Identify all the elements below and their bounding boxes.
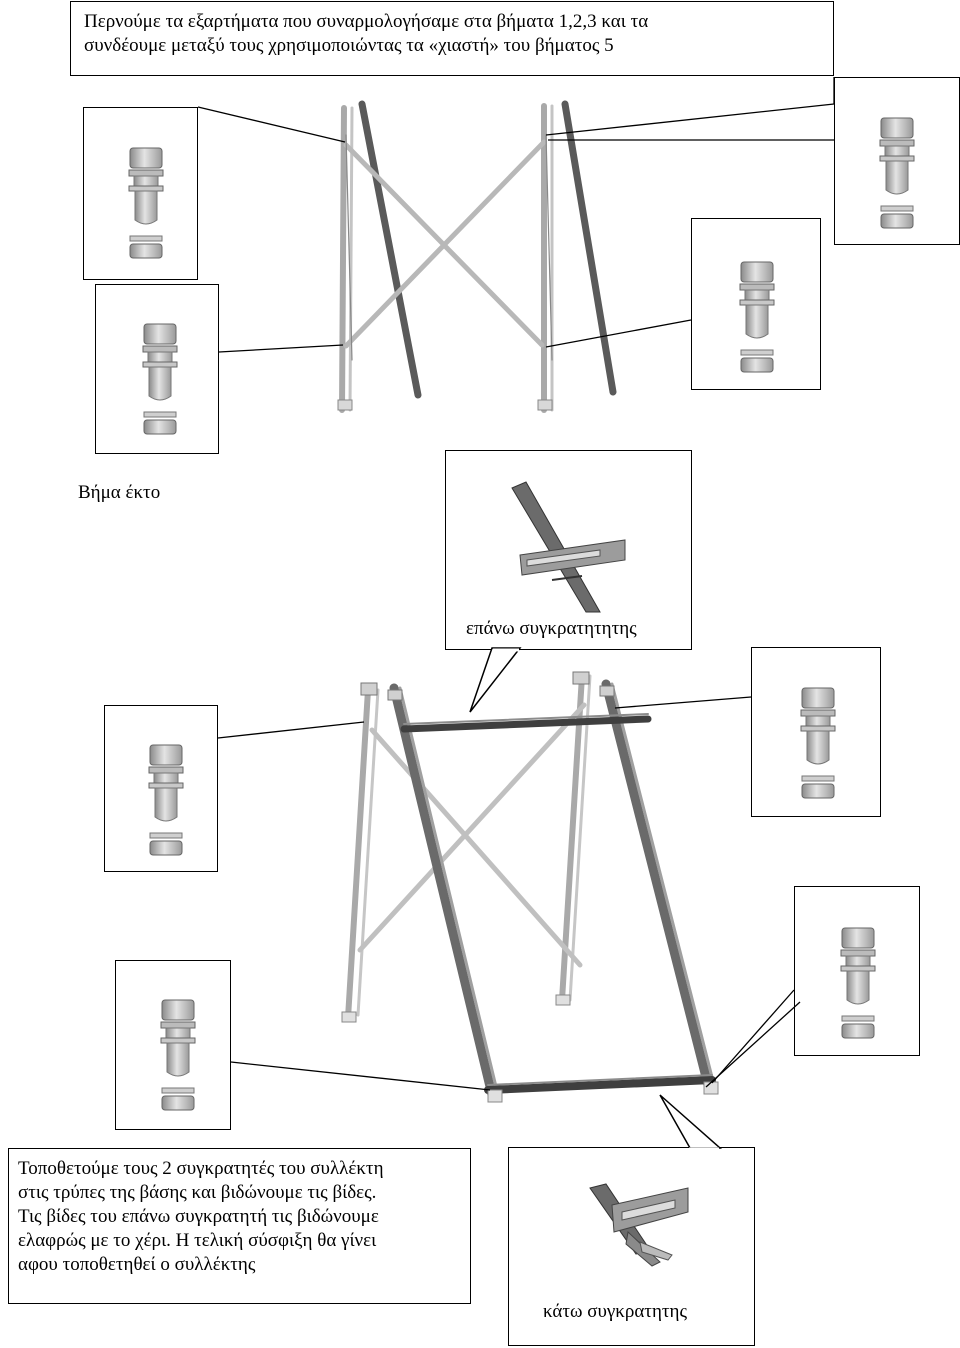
bolt-icon	[160, 999, 196, 1111]
top-holder-detail	[511, 481, 626, 613]
upper-stand-drawing	[337, 100, 617, 413]
top-holder-label: επάνω συγκρατητητης	[466, 618, 637, 639]
bolt-icon	[148, 744, 184, 856]
upper-pointer-lines	[197, 77, 835, 353]
bottom-holder-detail	[589, 1183, 689, 1267]
intro-text: Περνούμε τα εξαρτήματα που συναρμολογήσα…	[84, 11, 649, 56]
bolt-icon	[800, 687, 836, 799]
bolt-icon	[879, 117, 915, 229]
lower-pointer-lines	[217, 696, 801, 1091]
instructions-text: Τοποθετούμε τους 2 συγκρατητές του συλλέ…	[18, 1158, 384, 1275]
step-title: Βήμα έκτο	[78, 482, 161, 503]
bottom-holder-label: κάτω συγκρατητης	[543, 1301, 687, 1322]
bolt-icon	[739, 261, 775, 373]
instructions-box	[8, 1148, 471, 1304]
bolt-icon	[142, 323, 178, 435]
bolt-icon	[840, 927, 876, 1039]
bolt-icon	[128, 147, 164, 259]
intro-box	[70, 1, 834, 76]
lower-stand-drawing	[341, 671, 719, 1103]
